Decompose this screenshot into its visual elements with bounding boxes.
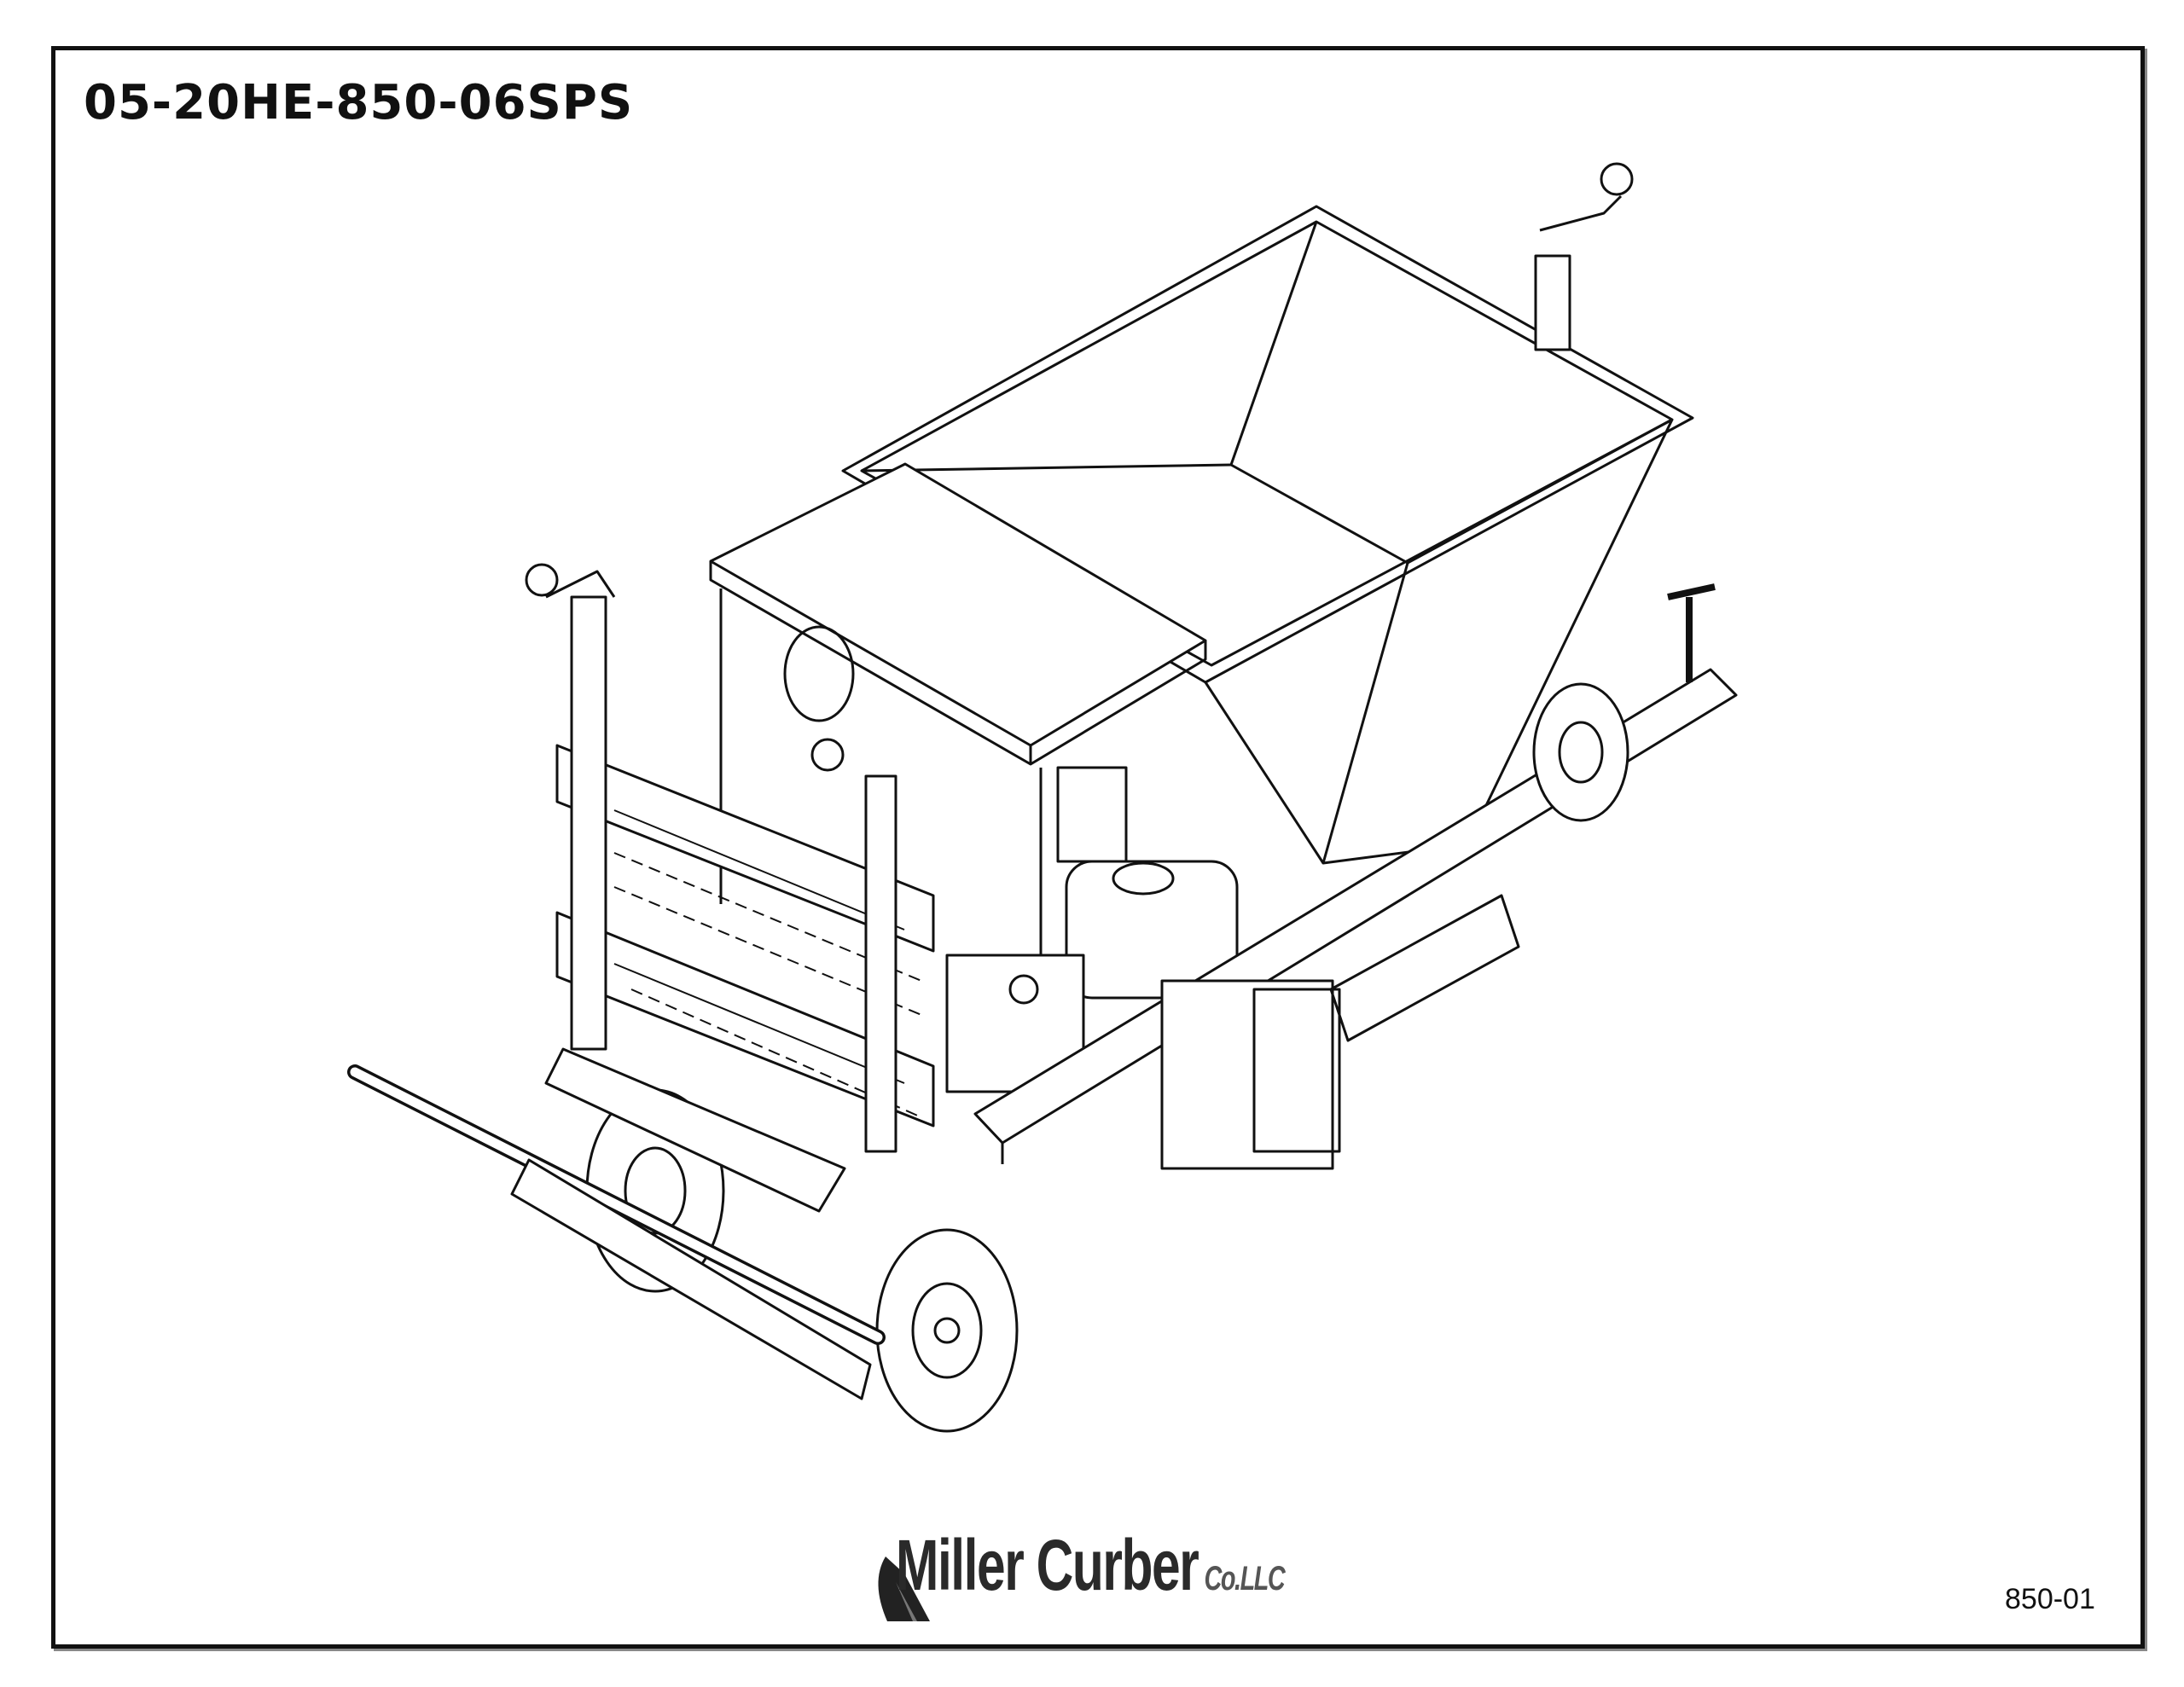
page-number: 850-01: [2005, 1583, 2095, 1615]
drawing-title: 05-20HE-850-06SPS: [84, 75, 634, 130]
front-frame: [555, 744, 935, 1128]
drawing-border: [51, 46, 2145, 1649]
guide-bar: [347, 1047, 886, 1400]
logo-name: Miller Curber: [896, 1525, 1199, 1605]
logo-suffix: Co.LLC: [1204, 1560, 1286, 1597]
road-icon: [878, 1557, 930, 1621]
cover-plate: [709, 462, 1207, 1023]
jack-posts: [525, 162, 1634, 1153]
